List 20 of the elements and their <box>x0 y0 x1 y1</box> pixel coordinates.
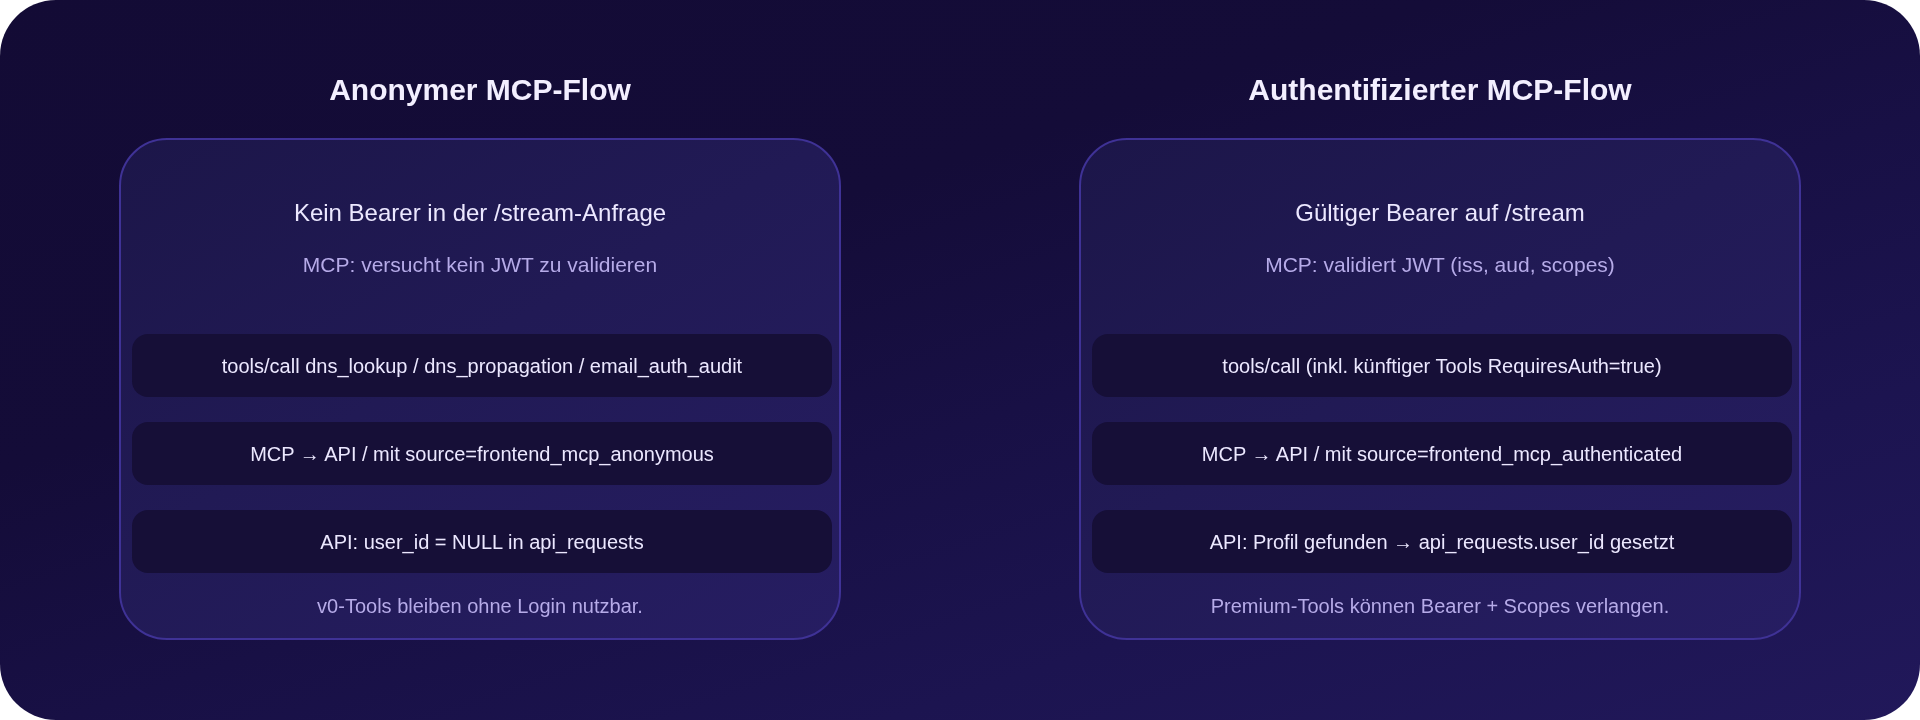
panel-heading: Authentifizierter MCP-Flow <box>1248 72 1632 108</box>
step-text: MCP → API / mit source=frontend_mcp_anonymous <box>250 441 714 467</box>
step-text: MCP → API / mit source=frontend_mcp_authenticated <box>1201 441 1683 467</box>
step-row <box>132 422 832 485</box>
panel-heading: Anonymer MCP-Flow <box>329 72 631 108</box>
step-row <box>132 510 832 573</box>
panel-note: Premium-Tools können Bearer + Scopes verlangen. <box>1210 594 1670 619</box>
panel-title: Kein Bearer in der /stream-Anfrage <box>293 198 667 228</box>
step-text: tools/call (inkl. künftiger Tools RequiresAuth=true) <box>1222 353 1662 379</box>
step-row <box>132 334 832 397</box>
panel-subtitle: MCP: versucht kein JWT zu validieren <box>302 252 658 278</box>
step-text: API: Profil gefunden → api_requests.user_id gesetzt <box>1209 529 1675 555</box>
panel-subtitle: MCP: validiert JWT (iss, aud, scopes) <box>1265 252 1615 278</box>
panel-note: v0-Tools bleiben ohne Login nutzbar. <box>317 594 643 619</box>
panel-title: Gültiger Bearer auf /stream <box>1295 198 1585 228</box>
step-row <box>1092 510 1792 573</box>
step-row <box>1092 334 1792 397</box>
step-text: API: user_id = NULL in api_requests <box>320 529 644 555</box>
step-text: tools/call dns_lookup / dns_propagation / email_auth_audit <box>221 353 743 379</box>
step-row <box>1092 422 1792 485</box>
